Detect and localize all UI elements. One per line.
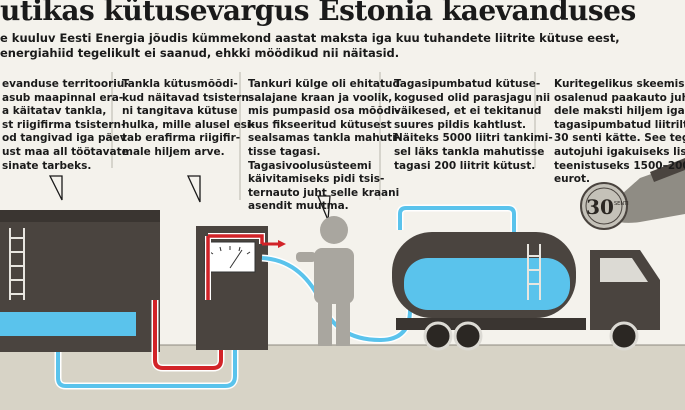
coin-icon: 30 SENTI <box>580 182 629 230</box>
callout-quantities: Tagasipumbatud kütuse-kogused olid paras… <box>394 78 553 172</box>
lede-line-2: energiahiid tegelikult ei saanud, ehkki … <box>0 46 400 60</box>
pointer-2 <box>186 175 201 203</box>
lede: e kuuluv Eesti Energia jõudis kümmekond … <box>0 31 685 61</box>
truck-ladder-icon <box>527 244 541 300</box>
callout-station: evanduse territooriu-asub maapinnal era-… <box>2 78 129 172</box>
pointer-1 <box>48 175 63 201</box>
callout-meters: Tankla kütusmõõdi-kud näitavad tsistern-… <box>122 78 255 158</box>
station-fuel <box>0 312 136 336</box>
tanker-truck <box>392 232 660 351</box>
truck-driver-icon <box>296 216 354 346</box>
station-ladder-icon <box>9 228 25 300</box>
pump-gauge-icon <box>204 241 256 273</box>
lede-line-1: e kuuluv Eesti Energia jõudis kümmekond … <box>0 31 620 45</box>
svg-text:SENTI: SENTI <box>614 201 629 207</box>
svg-text:30: 30 <box>586 195 614 219</box>
pointer-3 <box>317 195 331 221</box>
ground <box>0 345 685 410</box>
headline: utikas kütusevargus Estonia kaevanduses <box>0 0 636 27</box>
